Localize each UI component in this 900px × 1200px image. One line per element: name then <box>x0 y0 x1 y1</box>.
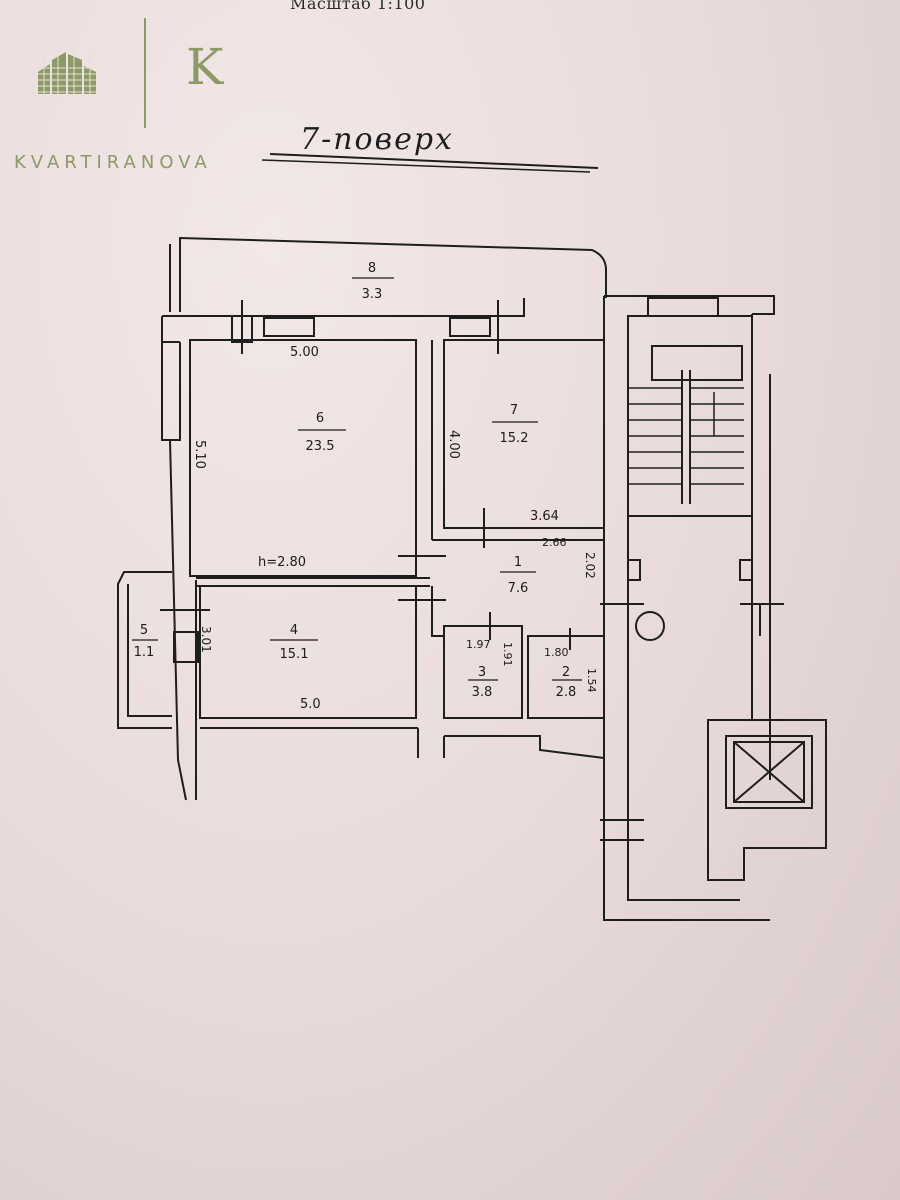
dim-room6-width: 5.00 <box>290 345 319 360</box>
room-4-number: 4 <box>290 623 298 638</box>
room-1-area: 7.6 <box>508 581 529 596</box>
room-3-outline <box>443 625 523 719</box>
room-4-area: 15.1 <box>280 647 309 662</box>
room-1-number: 1 <box>514 555 522 570</box>
elevator-shaft <box>725 735 813 809</box>
room-5-area: 1.1 <box>134 645 155 660</box>
brand-divider <box>144 18 146 128</box>
dim-ceiling-height: h=2.80 <box>258 555 306 570</box>
dim-hall-width: 2.66 <box>542 536 567 549</box>
balcony-8-outline <box>179 236 607 312</box>
dim-room7-depth: 4.00 <box>446 430 461 459</box>
room-7-area: 15.2 <box>500 431 529 446</box>
room-8-number: 8 <box>368 261 376 276</box>
scale-label: Масштаб 1:100 <box>290 0 426 13</box>
brand-logo-letter: K <box>186 38 224 96</box>
room-7-number: 7 <box>510 403 518 418</box>
room-6-area: 23.5 <box>306 439 335 454</box>
floor-title-underline <box>269 153 599 169</box>
dim-room4-depth: 3.01 <box>199 626 213 653</box>
dim-room2-depth: 1.54 <box>585 668 598 693</box>
building-logo-icon <box>36 50 100 98</box>
dim-room7-width: 3.64 <box>530 509 559 524</box>
room-3-number: 3 <box>478 665 486 680</box>
room-8-area: 3.3 <box>362 287 383 302</box>
dim-hall-depth: 2.02 <box>583 552 597 579</box>
room-2-area: 2.8 <box>556 685 577 700</box>
room-6-outline <box>189 339 417 577</box>
room-2-number: 2 <box>562 665 570 680</box>
room-3-area: 3.8 <box>472 685 493 700</box>
room-5-number: 5 <box>140 623 148 638</box>
walls <box>117 236 827 921</box>
floor-title: 7-поверх <box>300 122 454 157</box>
brand-name: KVARTIRANOVA <box>14 152 212 173</box>
room-6-number: 6 <box>316 411 324 426</box>
balcony-5-outline <box>117 571 172 729</box>
dim-room6-depth: 5.10 <box>192 440 207 469</box>
dim-room2-width: 1.80 <box>544 646 569 659</box>
dim-room4-width: 5.0 <box>300 697 321 712</box>
dim-room3-depth: 1.91 <box>501 642 514 667</box>
dim-room3-width: 1.97 <box>466 638 491 651</box>
